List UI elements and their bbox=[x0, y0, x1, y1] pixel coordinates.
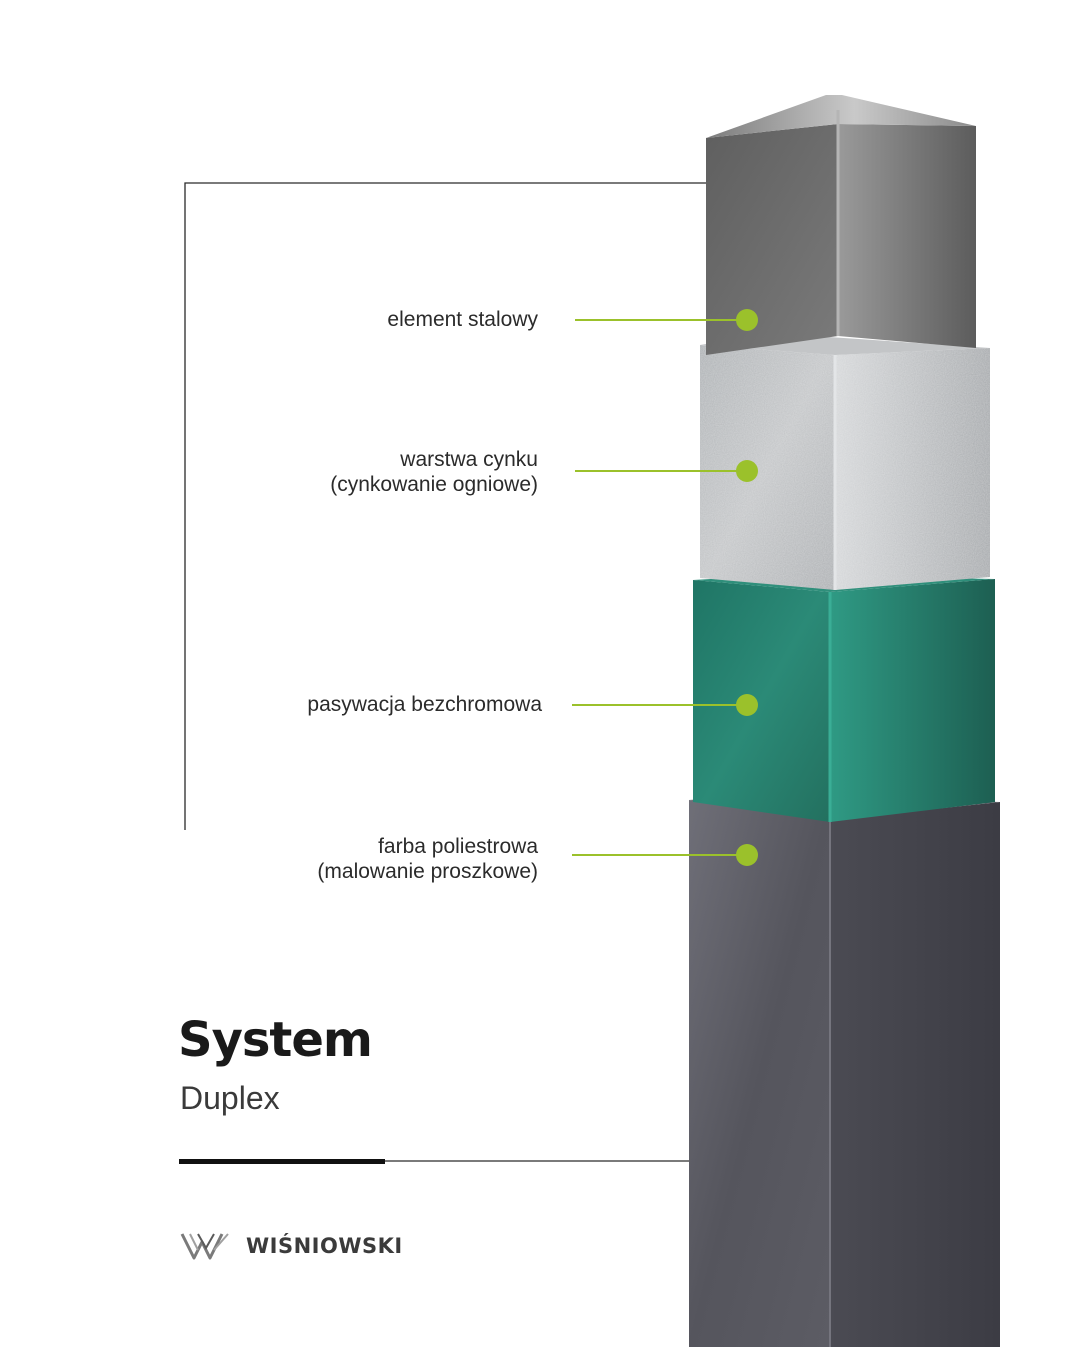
label-paint-line-1: farba poliestrowa bbox=[378, 835, 538, 858]
label-zinc: warstwa cynku (cynkowanie ogniowe) bbox=[330, 447, 538, 497]
label-paint-line-2: (malowanie proszkowe) bbox=[317, 860, 538, 883]
brand-block: WIŚNIOWSKI bbox=[180, 1226, 403, 1266]
page-subtitle: Duplex bbox=[180, 1080, 280, 1116]
paint-layer bbox=[689, 795, 1000, 1347]
label-zinc-line-2: (cynkowanie ogniowe) bbox=[330, 473, 538, 496]
frame-line bbox=[184, 182, 706, 830]
label-zinc-line-1: warstwa cynku bbox=[400, 448, 538, 471]
leader-zinc bbox=[575, 460, 758, 482]
bottom-rule-accent bbox=[179, 1159, 385, 1164]
label-passivation-line-1: pasywacja bezchromowa bbox=[307, 693, 542, 716]
leader-steel bbox=[575, 309, 758, 331]
brand-name: WIŚNIOWSKI bbox=[246, 1234, 403, 1258]
page-title: System bbox=[178, 1012, 373, 1068]
label-passivation: pasywacja bezchromowa bbox=[307, 692, 542, 717]
steel-layer bbox=[706, 95, 976, 355]
leader-passivation bbox=[572, 694, 758, 716]
label-steel-line-1: element stalowy bbox=[387, 308, 538, 331]
label-steel: element stalowy bbox=[387, 307, 538, 332]
w-mark-logo bbox=[180, 1233, 229, 1260]
leader-paint bbox=[572, 844, 758, 866]
label-paint: farba poliestrowa (malowanie proszkowe) bbox=[317, 834, 538, 884]
